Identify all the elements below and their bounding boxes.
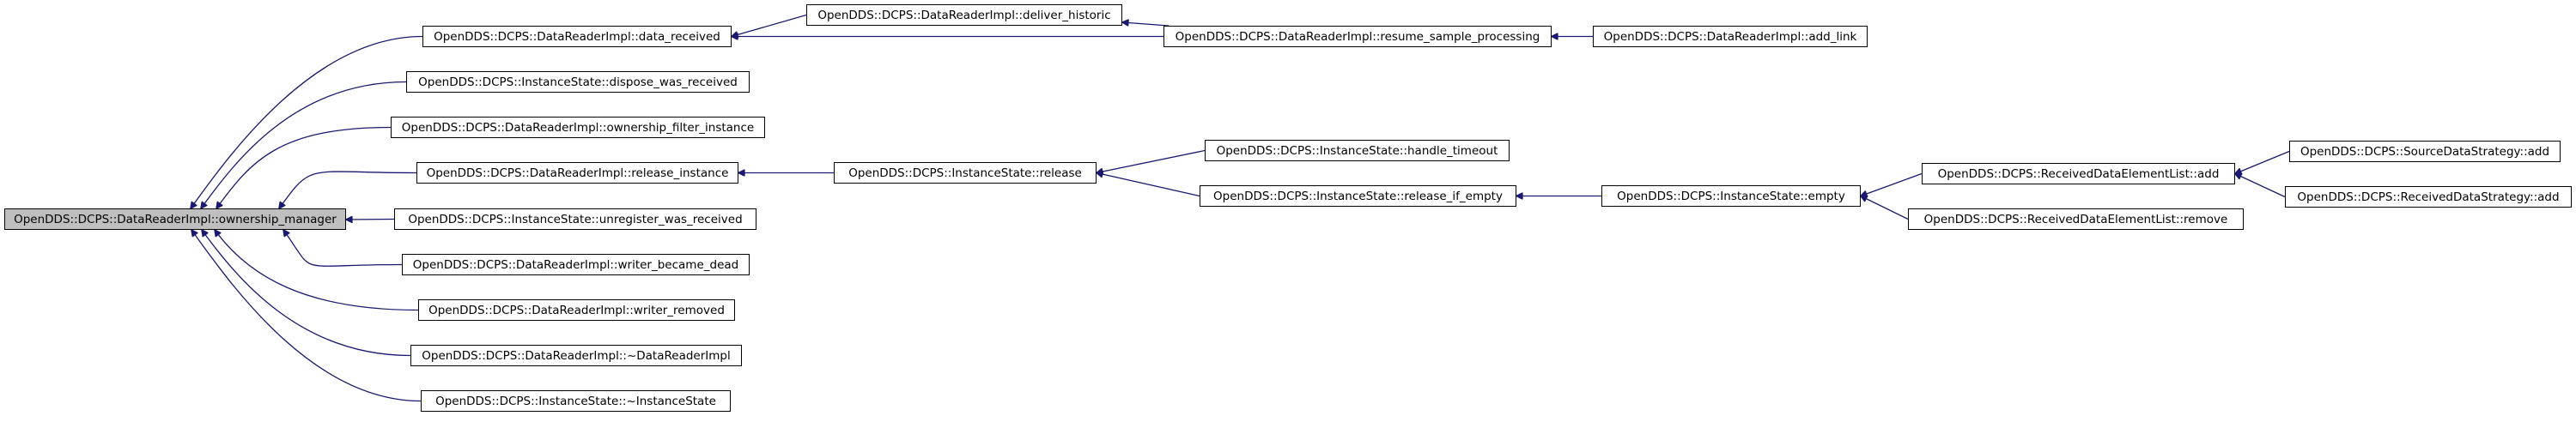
- node-release-if-empty[interactable]: OpenDDS::DCPS::InstanceState::release_if…: [1200, 185, 1516, 207]
- node-resume-sample-processing[interactable]: OpenDDS::DCPS::DataReaderImpl::resume_sa…: [1163, 26, 1552, 47]
- node-add-link[interactable]: OpenDDS::DCPS::DataReaderImpl::add_link: [1593, 26, 1868, 47]
- edge-data-received-to-root: [191, 35, 423, 209]
- node-deliver-historic[interactable]: OpenDDS::DCPS::DataReaderImpl::deliver_h…: [806, 4, 1122, 26]
- node-release[interactable]: OpenDDS::DCPS::InstanceState::release: [834, 162, 1097, 184]
- edge-dtor-datareader-to-root: [202, 230, 411, 357]
- node-writer-removed[interactable]: OpenDDS::DCPS::DataReaderImpl::writer_re…: [418, 299, 735, 321]
- edge-release-instance-to-root: [279, 171, 417, 208]
- node-release-instance[interactable]: OpenDDS::DCPS::DataReaderImpl::release_i…: [416, 162, 738, 184]
- node-data-received[interactable]: OpenDDS::DCPS::DataReaderImpl::data_rece…: [422, 26, 732, 47]
- edge-dtor-instancestate-to-root: [191, 230, 422, 402]
- edge-release-if-empty-to-release: [1097, 173, 1200, 197]
- node-empty[interactable]: OpenDDS::DCPS::InstanceState::empty: [1601, 185, 1861, 207]
- node-ownership-manager: OpenDDS::DCPS::DataReaderImpl::ownership…: [4, 208, 346, 230]
- node-ownership-filter-instance[interactable]: OpenDDS::DCPS::DataReaderImpl::ownership…: [391, 117, 765, 138]
- edge-received-add-to-rdel-add: [2235, 174, 2286, 198]
- edge-deliver-historic-to-data-received: [732, 14, 807, 37]
- edge-ownership-filter-instance-to-root: [216, 126, 392, 209]
- node-unregister-was-received[interactable]: OpenDDS::DCPS::InstanceState::unregister…: [394, 208, 756, 230]
- node-writer-became-dead[interactable]: OpenDDS::DCPS::DataReaderImpl::writer_be…: [402, 254, 750, 275]
- node-instancestate-destructor[interactable]: OpenDDS::DCPS::InstanceState::~InstanceS…: [421, 390, 731, 412]
- node-received-data-element-list-remove[interactable]: OpenDDS::DCPS::ReceivedDataElementList::…: [1908, 208, 2244, 230]
- node-handle-timeout[interactable]: OpenDDS::DCPS::InstanceState::handle_tim…: [1205, 140, 1510, 161]
- node-dispose-was-received[interactable]: OpenDDS::DCPS::InstanceState::dispose_wa…: [406, 71, 750, 93]
- node-source-data-strategy-add[interactable]: OpenDDS::DCPS::SourceDataStrategy::add: [2289, 141, 2561, 162]
- edge-resume-sample-processing-to-deliver-historic: [1122, 22, 1170, 27]
- edge-rdel-add-to-empty: [1861, 172, 1923, 196]
- edge-dispose-was-received-to-root: [201, 81, 407, 209]
- edges: [191, 14, 2290, 402]
- edge-handle-timeout-to-release: [1097, 149, 1206, 173]
- edge-writer-became-dead-to-root: [283, 230, 403, 267]
- edge-source-add-to-rdel-add: [2235, 150, 2290, 174]
- node-received-data-element-list-add[interactable]: OpenDDS::DCPS::ReceivedDataElementList::…: [1922, 163, 2235, 184]
- edge-rdel-remove-to-empty: [1861, 196, 1909, 220]
- node-datareaderimpl-destructor[interactable]: OpenDDS::DCPS::DataReaderImpl::~DataRead…: [410, 345, 742, 366]
- node-received-data-strategy-add[interactable]: OpenDDS::DCPS::ReceivedDataStrategy::add: [2285, 186, 2572, 208]
- edge-writer-removed-to-root: [215, 230, 419, 311]
